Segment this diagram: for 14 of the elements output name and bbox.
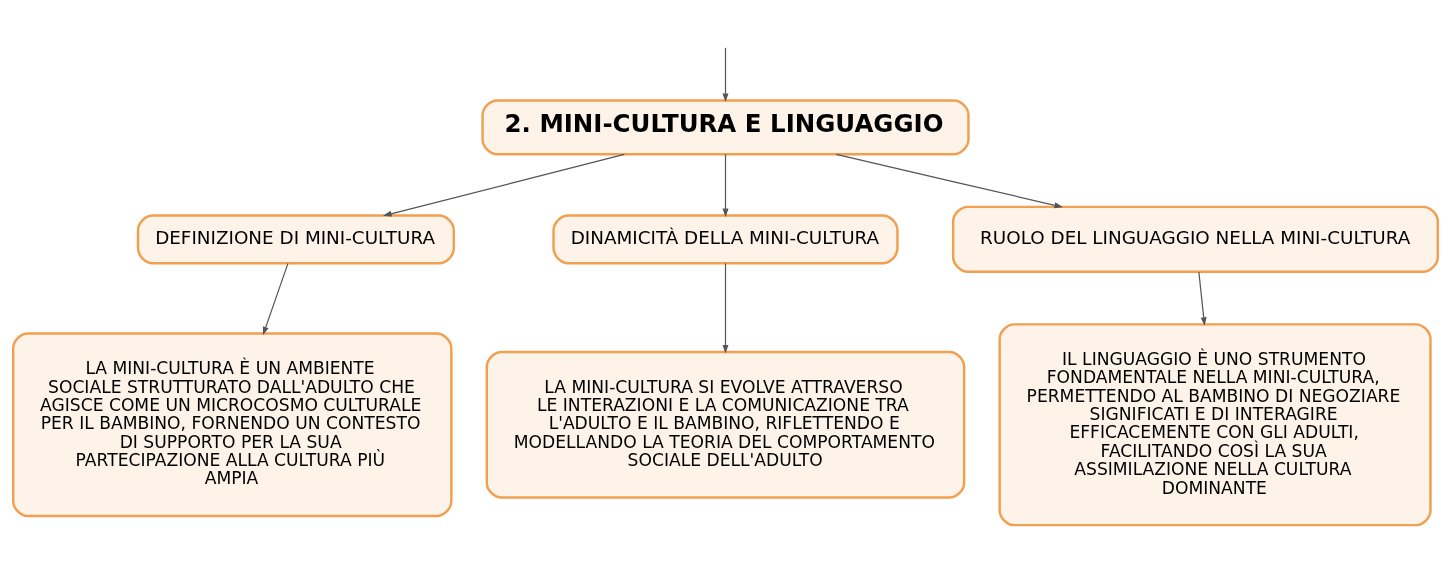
arrow [722, 262, 729, 354]
node-box: RUOLO DEL LINGUAGGIO NELLA MINI-CULTURA [951, 205, 1440, 273]
arrow [722, 153, 729, 217]
arrow [835, 153, 1063, 208]
node-box: IL LINGUAGGIO È UNO STRUMENTO FONDAMENTALE NELLA MINI-CULTURA, PERMETTENDO AL BAMBINO DI NEGOZIARE SIGNIFICATI E DI INTERAGIRE EFFICACEMENTE CON GLI ADULTI, FACILITANDO COSÌ LA SUA ASSIMILAZIONE NELLA CULTURA DOMINANTE [998, 322, 1432, 526]
arrow [1198, 270, 1207, 326]
arrow [262, 262, 289, 335]
node-box: DEFINIZIONE DI MINI-CULTURA [136, 213, 455, 264]
node-box: LA MINI-CULTURA È UN AMBIENTE SOCIALE STRUTTURATO DALL'ADULTO CHE AGISCE COME UN MICROCOSMO CULTURALE PER IL BAMBINO, FORNENDO UN CONTESTO DI SUPPORTO PER LA SUA PARTECIPAZIONE ALLA CULTURA PIÙ AMPIA [11, 331, 453, 517]
node-box: DINAMICITÀ DELLA MINI-CULTURA [552, 213, 899, 264]
arrow [722, 46, 729, 102]
node-box: LA MINI-CULTURA SI EVOLVE ATTRAVERSO LE INTERAZIONI E LA COMUNICAZIONE TRA L'ADULTO E IL BAMBINO, RIFLETTENDO E MODELLANDO LA TEORIA DEL COMPORTAMENTO SOCIALE DELL'ADULTO [485, 350, 966, 499]
arrow [383, 153, 625, 217]
node-box: 2. MINI-CULTURA E LINGUAGGIO [481, 98, 970, 155]
